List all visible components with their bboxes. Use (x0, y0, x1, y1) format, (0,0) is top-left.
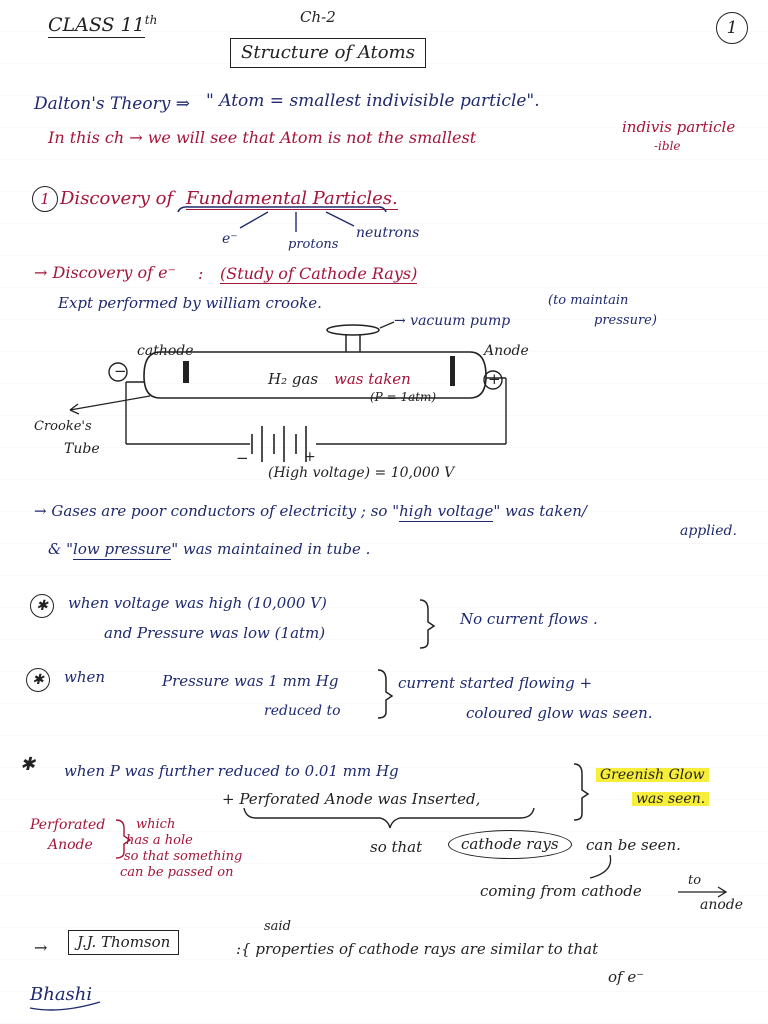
experiment-line: Expt performed by william crooke. (58, 294, 322, 312)
perforated-note-d: has a hole (126, 833, 193, 848)
cathode-minus: − (114, 362, 127, 380)
electron-heading: → Discovery of e⁻ (34, 263, 177, 282)
cathode-study: (Study of Cathode Rays) (220, 264, 418, 284)
thomson-arrow: → (34, 938, 48, 957)
star-bullet: ✱ (20, 754, 36, 775)
point2-reduced: reduced to (264, 703, 341, 719)
voltage-label: (High voltage) = 10,000 V (268, 465, 455, 481)
intro-line: In this ch → we will see that Atom is no… (48, 128, 477, 147)
point2-result-b: coloured glow was seen. (466, 704, 653, 722)
point2-result-a: current started flowing + (398, 674, 593, 692)
low-pressure-line: & "low pressure" was maintained in tube … (48, 540, 371, 560)
pressure-value: (P = 1atm) (370, 390, 437, 404)
electron-colon: : (198, 264, 204, 283)
battery-plus: + (304, 449, 316, 465)
was-seen-label: was seen. (632, 792, 710, 806)
crookes-tube-label-a: Crooke's (34, 419, 92, 434)
point1-line-a: when voltage was high (10,000 V) (68, 594, 327, 612)
cathode-label: cathode (137, 343, 194, 359)
gas-label: H₂ gas (268, 370, 319, 388)
can-be-seen-label: can be seen. (586, 836, 681, 854)
intro-tail: indivis particle (622, 118, 736, 136)
gas-taken-label: was taken (334, 370, 411, 388)
anode-plus: + (488, 370, 501, 388)
star-bullet: ✱ (26, 668, 50, 692)
intro-tail-break: -ible (654, 139, 681, 153)
point2-pressure: Pressure was 1 mm Hg (162, 672, 339, 690)
thomson-box: J.J. Thomson (68, 930, 180, 955)
section-title-b: Fundamental Particles. (186, 188, 398, 210)
section-number: 1 (32, 186, 58, 212)
perforated-note-a: Perforated (30, 817, 106, 833)
to-label: to (688, 873, 702, 888)
coming-from-cathode-label: coming from cathode (480, 882, 642, 900)
chapter-label: Ch-2 (300, 8, 336, 26)
dalton-label: Dalton's Theory ⇒ (34, 94, 190, 114)
branch-electron: e⁻ (222, 231, 238, 247)
point1-result: No current flows . (460, 610, 598, 628)
dalton-quote: " Atom = smallest indivisible particle". (206, 91, 540, 111)
perforated-note-c: which (136, 817, 176, 832)
cathode-rays-circled: cathode rays (448, 830, 572, 859)
so-that-label: so that (370, 838, 423, 856)
point3-line-b: + Perforated Anode was Inserted, (222, 790, 481, 808)
signature: Bhashi (30, 984, 93, 1005)
low-pressure-phrase: low pressure (73, 540, 172, 560)
vacuum-pump-label: → vacuum pump (394, 313, 511, 329)
greenish-glow-label: Greenish Glow (596, 768, 709, 782)
battery-minus: − (236, 449, 249, 467)
gases-line: → Gases are poor conductors of electrici… (34, 502, 587, 522)
thomson-text: :{ properties of cathode rays are simila… (236, 940, 599, 958)
branch-neutrons: neutrons (356, 225, 420, 241)
pressure-label: pressure) (594, 313, 657, 328)
applied-label: applied. (680, 523, 737, 539)
point2-when: when (64, 668, 106, 686)
star-bullet: ✱ (30, 594, 54, 618)
perforated-note-f: can be passed on (120, 865, 234, 880)
page-number: 1 (716, 12, 748, 44)
perforated-note-b: Anode (48, 837, 93, 853)
branch-protons: protons (288, 237, 339, 252)
maintain-label: (to maintain (548, 293, 629, 308)
crookes-tube-label-b: Tube (64, 441, 100, 457)
class-label: CLASS 11th (48, 13, 158, 39)
thomson-text-b: of e⁻ (608, 968, 645, 986)
high-voltage-phrase: high voltage (399, 502, 494, 522)
page-title: Structure of Atoms (230, 38, 426, 68)
point1-line-b: and Pressure was low (1atm) (104, 624, 326, 642)
section-title-a: Discovery of (60, 188, 174, 209)
point3-line-a: when P was further reduced to 0.01 mm Hg (64, 762, 399, 780)
anode-destination-label: anode (700, 897, 744, 913)
perforated-note-e: so that something (124, 849, 243, 864)
anode-label: Anode (484, 343, 529, 359)
said-label: said (264, 919, 291, 934)
